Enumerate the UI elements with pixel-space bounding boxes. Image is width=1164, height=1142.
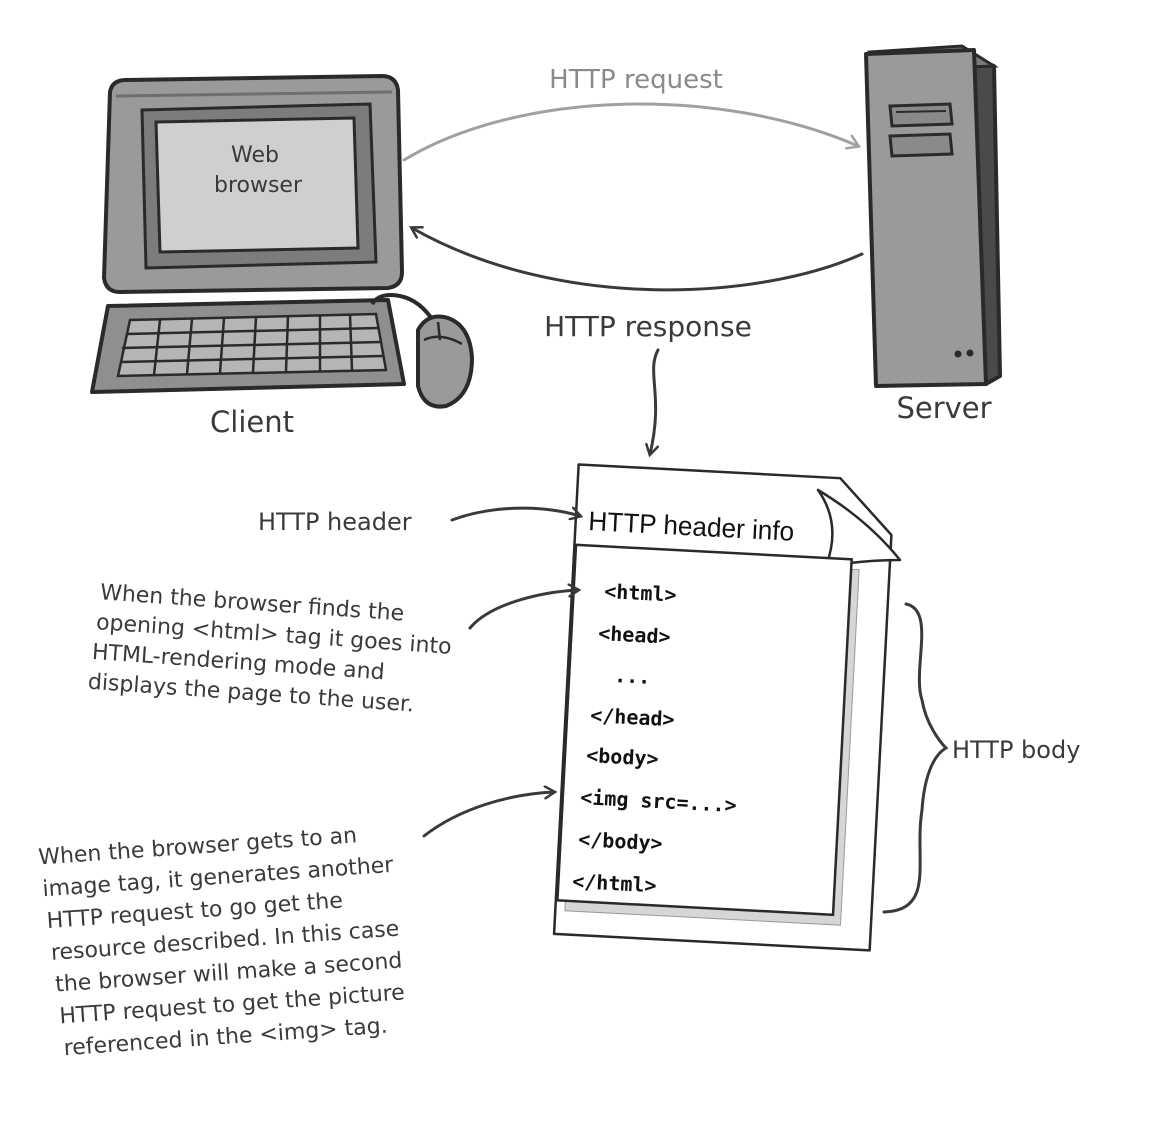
mouse-icon xyxy=(370,293,474,409)
monitor-icon: Web browser xyxy=(102,74,404,294)
code-line-body-close: </body> xyxy=(578,827,663,855)
http-request-label: HTTP request xyxy=(549,65,723,95)
keyboard-icon xyxy=(90,298,406,394)
image-tag-annotation: When the browser gets to an image tag, i… xyxy=(37,792,554,1061)
page-fold xyxy=(816,488,902,568)
http-header-label: HTTP header xyxy=(258,508,412,536)
server-illustration: Server xyxy=(864,44,1002,425)
http-request-arrow: HTTP request xyxy=(402,65,858,162)
code-line-html-close: </html> xyxy=(572,869,657,897)
response-down-arrow xyxy=(650,348,660,454)
http-body-annotation: HTTP body xyxy=(882,602,1080,914)
screen-text-web: Web xyxy=(231,143,279,168)
http-response-arrow: HTTP response xyxy=(412,228,864,343)
code-line-head-open: <head> xyxy=(598,621,671,649)
http-body-label: HTTP body xyxy=(952,736,1080,764)
server-label: Server xyxy=(896,391,991,425)
code-line-ellipsis: ... xyxy=(614,663,651,689)
server-tower-icon xyxy=(864,44,1002,388)
http-body-brace xyxy=(882,602,949,914)
http-header-annotation: HTTP header xyxy=(258,508,580,536)
screen-text-browser: browser xyxy=(214,173,303,198)
http-response-document: HTTP header info <html> <head> ... </hea… xyxy=(552,463,902,952)
client-computer-illustration: Web browser xyxy=(90,74,474,439)
client-label: Client xyxy=(210,405,294,439)
code-line-head-close: </head> xyxy=(590,703,675,731)
code-line-html-open: <html> xyxy=(604,579,677,607)
code-line-body-open: <body> xyxy=(586,743,659,771)
http-response-label: HTTP response xyxy=(544,310,752,343)
html-tag-annotation: When the browser finds the opening <html… xyxy=(87,580,578,717)
html-body-page: <html> <head> ... </head> <body> <img sr… xyxy=(556,543,860,926)
